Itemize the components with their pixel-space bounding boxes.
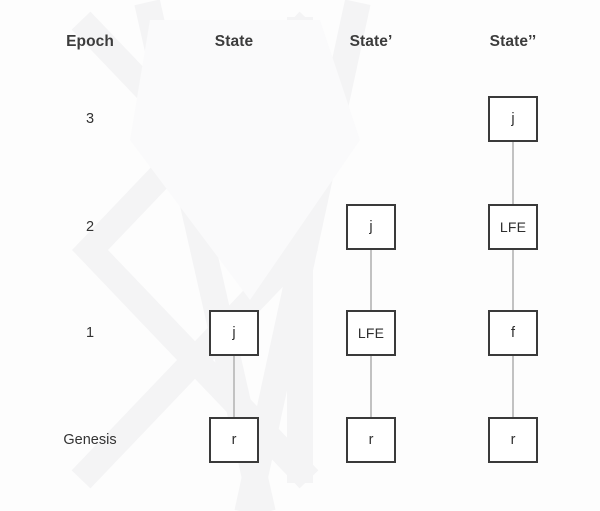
epoch-label-3: 3: [85, 111, 95, 127]
node-state-genesis[interactable]: r: [209, 417, 259, 463]
node-state-double-prime-genesis[interactable]: r: [488, 417, 538, 463]
node-state-prime-epoch2[interactable]: j: [346, 204, 396, 250]
node-state-prime-genesis[interactable]: r: [346, 417, 396, 463]
node-state-prime-epoch1[interactable]: LFE: [346, 310, 396, 356]
connector-state-double-prime-epoch1-to-genesis: [512, 356, 514, 417]
epoch-label-genesis: Genesis: [63, 432, 117, 448]
connector-state-prime-epoch1-to-genesis: [370, 356, 372, 417]
connector-state-double-prime-epoch3-to-epoch2: [512, 142, 514, 204]
column-header-state-double-prime: State’’: [489, 33, 537, 50]
node-state-double-prime-epoch2[interactable]: LFE: [488, 204, 538, 250]
connector-state-double-prime-epoch2-to-epoch1: [512, 250, 514, 310]
epoch-label-1: 1: [85, 325, 95, 341]
epoch-label-2: 2: [85, 219, 95, 235]
connector-state-epoch1-to-genesis: [233, 356, 235, 417]
node-state-double-prime-epoch3[interactable]: j: [488, 96, 538, 142]
node-state-epoch1[interactable]: j: [209, 310, 259, 356]
connector-state-prime-epoch2-to-epoch1: [370, 250, 372, 310]
node-state-double-prime-epoch1[interactable]: f: [488, 310, 538, 356]
